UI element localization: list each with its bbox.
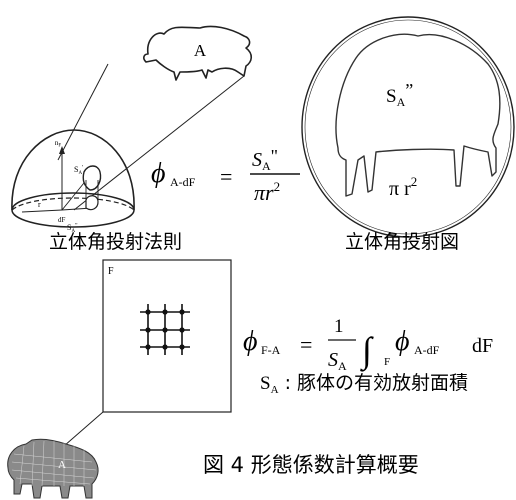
svg-text:∫: ∫ bbox=[360, 330, 374, 372]
svg-text:F: F bbox=[384, 356, 390, 368]
sa-double-prime-patch bbox=[85, 195, 99, 211]
hemisphere-group: nF SA' SA" r dF bbox=[11, 129, 135, 234]
projection-circle bbox=[301, 16, 515, 238]
pig-silhouette-top bbox=[143, 25, 253, 81]
svg-text:ϕ: ϕ bbox=[243, 326, 258, 357]
grid-panel bbox=[102, 259, 232, 413]
equation-2: ϕ F-A = 1 SA ∫ F ϕ A-dF dF bbox=[243, 316, 493, 373]
mesh-pig: A bbox=[7, 438, 99, 499]
svg-text:1: 1 bbox=[334, 316, 344, 337]
svg-text:A-dF: A-dF bbox=[170, 175, 196, 189]
grid-dots bbox=[145, 309, 185, 350]
svg-text:A-dF: A-dF bbox=[414, 343, 440, 357]
caption-solid-angle-law: 立体角投射法則 bbox=[49, 231, 182, 253]
projection-circle-group: SA” π r2 bbox=[301, 16, 515, 238]
projection-sa-label: SA” bbox=[386, 80, 413, 109]
projection-line bbox=[73, 75, 245, 211]
sa-prime-patch bbox=[82, 165, 102, 191]
figure-caption: 図 4 形態係数計算概要 bbox=[203, 453, 419, 477]
equation-1: ϕ A-dF = SA" πr2 bbox=[151, 146, 300, 205]
df-label: dF bbox=[58, 216, 66, 224]
pig-label-top: A bbox=[194, 41, 207, 60]
sa-prime-label: SA' bbox=[74, 165, 83, 176]
radius-label: r bbox=[38, 200, 41, 209]
panel-to-pig-line bbox=[63, 411, 104, 447]
svg-text:SA: SA bbox=[328, 349, 347, 373]
hemisphere-outline bbox=[11, 129, 135, 211]
pig-target-group: A bbox=[57, 25, 253, 211]
pig-label-bottom: A bbox=[58, 459, 66, 471]
pig-projection-silhouette bbox=[335, 33, 501, 197]
sa-definition: SA : 豚体の有効放射面積 bbox=[260, 372, 468, 396]
grid-panel-label: F bbox=[108, 266, 114, 277]
svg-text:=: = bbox=[220, 164, 232, 189]
svg-text:=: = bbox=[300, 332, 312, 357]
hemisphere-base-dashed bbox=[11, 197, 135, 211]
radius-line bbox=[21, 209, 63, 213]
grid-panel-group: F bbox=[63, 259, 232, 447]
svg-text:F-A: F-A bbox=[261, 343, 281, 357]
svg-text:πr2: πr2 bbox=[254, 179, 280, 205]
caption-solid-angle-projection: 立体角投射図 bbox=[345, 231, 459, 253]
svg-text:ϕ: ϕ bbox=[395, 326, 410, 357]
svg-text:ϕ: ϕ bbox=[151, 158, 166, 189]
svg-text:SA": SA" bbox=[252, 146, 278, 173]
sa-double-prime-label: SA" bbox=[67, 223, 78, 234]
projection-area-label: π r2 bbox=[389, 174, 417, 200]
hemisphere-base bbox=[11, 192, 135, 228]
normal-label: nF bbox=[55, 139, 62, 149]
projection-line bbox=[57, 63, 109, 161]
svg-text:dF: dF bbox=[472, 335, 493, 357]
